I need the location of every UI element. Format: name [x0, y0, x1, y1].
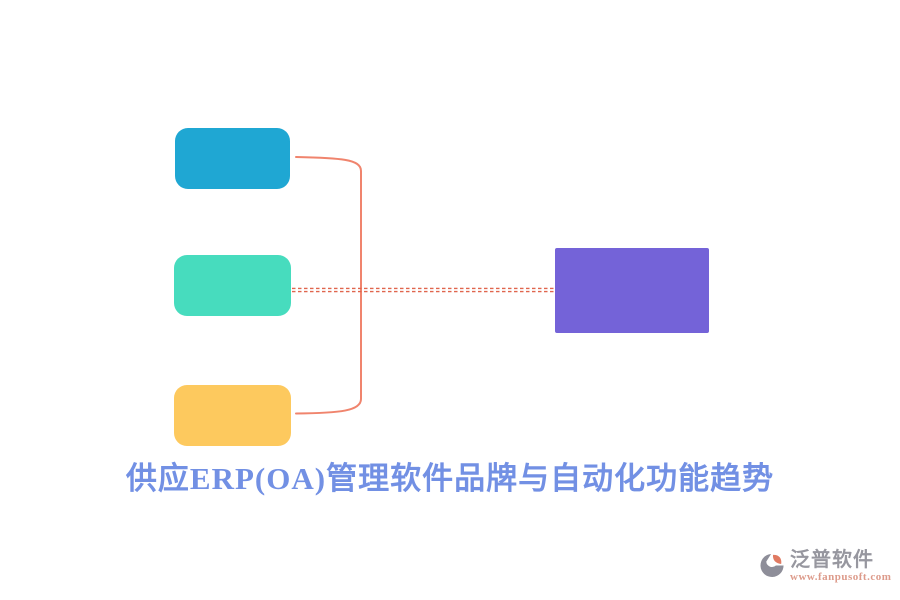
node-branch-middle	[174, 255, 291, 316]
bracket-connector	[295, 156, 362, 415]
brand-text-block: 泛普软件 www.fanpusoft.com	[790, 549, 891, 583]
diagram-title: 供应ERP(OA)管理软件品牌与自动化功能趋势	[125, 461, 775, 496]
brand-url: www.fanpusoft.com	[790, 571, 892, 583]
node-branch-top	[175, 128, 290, 189]
node-target-right	[555, 248, 709, 333]
node-branch-bottom	[174, 385, 291, 446]
brand-name: 泛普软件	[790, 549, 874, 571]
fanpu-logo-icon	[760, 553, 784, 577]
brand-watermark: 泛普软件 www.fanpusoft.com	[758, 549, 891, 583]
